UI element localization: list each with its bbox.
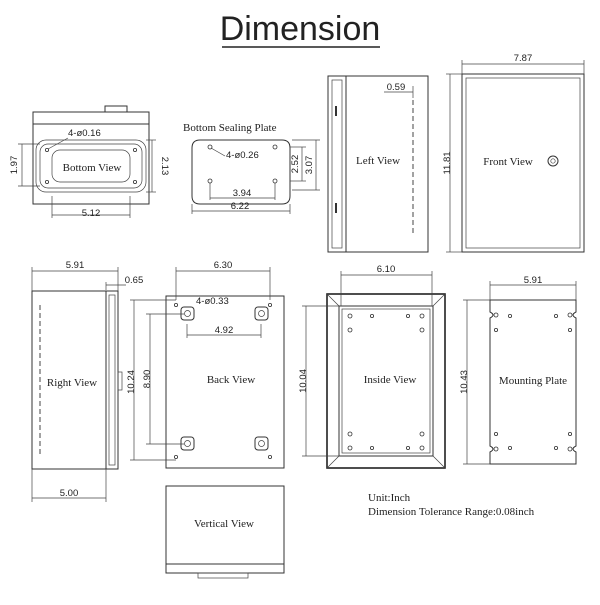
bottom-view-inner-height-dim: 2.13 [159,157,170,176]
bottom-view-hole [45,147,50,152]
mounting-plate-outline [489,299,577,465]
bottom-view-label: Bottom View [63,162,122,174]
lock-icon [547,155,559,167]
bottom-view-hole [132,147,137,152]
back-view-mount-hole [180,436,195,451]
bottom-view-hole [132,179,137,184]
left-view-flange [327,75,347,253]
mounting-plate-width-dim: 5.91 [524,275,543,286]
sealing-plate-h2-dim: 3.07 [304,156,315,175]
page-title: Dimension [220,10,381,48]
front-view-height-dim: 11.81 [442,151,453,174]
sealing-plate-holes-dim: 4-ø0.26 [226,150,259,161]
front-view-body [461,73,585,253]
bottom-view-gasket-outer [35,139,147,193]
sealing-plate-w1-dim: 3.94 [233,188,252,199]
inside-view-label: Inside View [364,374,417,386]
front-view: Front View 7.87 11.81 [442,53,585,253]
back-view-mount-hole [180,306,195,321]
right-view: Right View 5.91 0.65 5.00 [31,260,144,502]
sealing-plate-h1-dim: 2.52 [290,155,301,174]
right-view-width-dim: 5.91 [66,260,85,271]
back-view-body [165,295,285,469]
mounting-plate: Mounting Plate 5.91 10.43 [459,275,577,465]
back-view-holes-dim: 4-ø0.33 [196,296,229,307]
sealing-plate-w2-dim: 6.22 [231,201,250,212]
vertical-view: Vertical View [165,485,285,579]
inside-view-width-dim: 6.10 [377,264,396,275]
back-view: Back View 4-ø0.33 6.30 4.92 10.24 8.90 [126,260,285,469]
back-view-width-dim: 6.30 [214,260,233,271]
left-view-depth-dim: 0.59 [387,82,406,93]
right-view-flange-dim: 0.65 [125,275,144,286]
bottom-sealing-plate: Bottom Sealing Plate 4-ø0.26 2.52 3.07 3… [183,122,320,214]
mounting-plate-height-dim: 10.43 [459,370,470,394]
back-view-hole-height-dim: 8.90 [142,370,153,389]
back-view-mount-hole [254,306,269,321]
bottom-view-width-dim: 5.12 [82,208,101,219]
bottom-view-height-dim: 1.97 [9,156,20,175]
bottom-view-holes-dim: 4-ø0.16 [68,128,101,139]
back-view-label: Back View [207,374,255,386]
bottom-view-lock [104,105,128,113]
sealing-plate-hole [272,144,278,150]
back-view-mount-hole [254,436,269,451]
sealing-plate-hole [272,178,278,184]
right-view-hinge [117,371,123,391]
inside-view-frame-inner [338,305,434,457]
vertical-view-label: Vertical View [194,518,254,530]
bottom-view-hole [45,179,50,184]
right-view-depth-dim: 5.00 [60,488,79,499]
left-view-label: Left View [356,155,400,167]
sealing-plate-outline [191,139,291,205]
right-view-label: Right View [47,377,97,389]
mounting-plate-label: Mounting Plate [499,375,567,387]
front-view-width-dim: 7.87 [514,53,533,64]
vertical-view-lid [165,563,285,574]
back-view-height-dim: 10.24 [126,370,137,394]
front-view-label: Front View [483,156,533,168]
back-view-hole-width-dim: 4.92 [215,325,234,336]
bottom-view-opening [51,149,131,183]
vertical-view-lock [197,572,249,579]
tolerance-note: Dimension Tolerance Range:0.08inch [368,506,535,518]
inside-view-frame-outer [326,293,446,469]
right-view-flange [105,290,119,470]
bottom-view: Bottom View 4-ø0.16 1.97 2.13 5.12 [9,105,170,219]
unit-note: Unit:Inch [368,492,411,504]
sealing-plate-hole [207,178,213,184]
left-view: Left View 0.59 [327,75,429,253]
bottom-view-gasket-mid [39,143,143,189]
bottom-sealing-plate-label: Bottom Sealing Plate [183,122,277,134]
inside-view-height-dim: 10.04 [298,369,309,393]
bottom-view-body [32,123,150,205]
bottom-view-lid [32,111,150,125]
left-view-body [345,75,429,253]
inside-view: Inside View 6.10 10.04 [298,264,446,469]
